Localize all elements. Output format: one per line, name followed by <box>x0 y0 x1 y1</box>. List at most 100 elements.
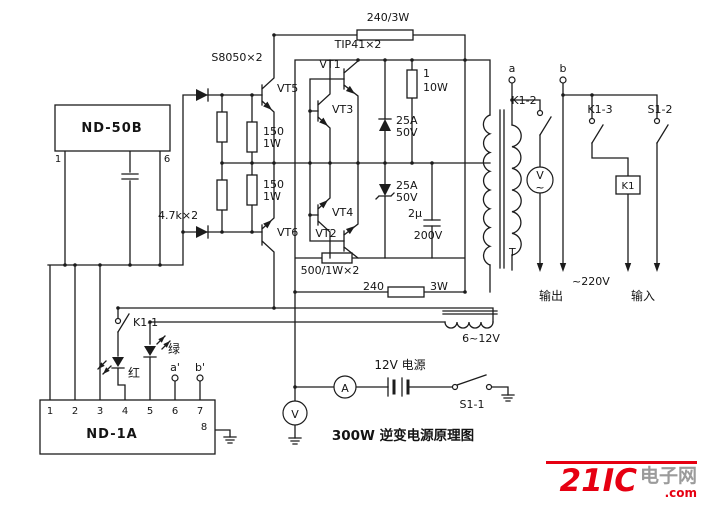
junction-dots <box>63 33 594 389</box>
capacitor-nd50b <box>121 173 139 180</box>
resistor-1-10w <box>406 69 418 99</box>
battery-12v <box>387 377 410 397</box>
resistor-150-b <box>246 174 258 206</box>
terminal-a-prime <box>171 374 179 382</box>
diode-base-top <box>196 88 209 102</box>
terminal-b <box>559 76 567 84</box>
label-nd50b: ND-50B <box>81 121 142 136</box>
label-nd50b-pin6: 6 <box>164 154 170 165</box>
label-dbot-volt: 50V <box>396 191 418 204</box>
transistor-vt2 <box>343 162 359 259</box>
label-terminal-a-prime: a' <box>170 361 180 374</box>
emitter-arrow <box>345 226 355 235</box>
label-nd1a-pin6: 6 <box>172 406 178 417</box>
relay-coil-k1-box <box>615 175 641 195</box>
label-cap-volt: 200V <box>414 229 443 242</box>
label-r47k: 4.7k×2 <box>158 209 198 222</box>
input-arrows <box>624 263 661 272</box>
resistor-4k7-b <box>216 179 228 211</box>
label-vt4: VT4 <box>332 206 353 219</box>
label-220v: ~220V <box>572 275 610 288</box>
watermark-domain: .com <box>664 485 697 500</box>
label-dtop-amp: 25A <box>396 114 418 127</box>
label-nd1a-pin8: 8 <box>201 422 207 433</box>
ic-nd1a-box <box>39 399 216 455</box>
transformer-t <box>482 109 522 269</box>
label-dbot-amp: 25A <box>396 179 418 192</box>
watermark-brand: 21IC <box>559 463 637 499</box>
label-nd1a-pin5: 5 <box>147 406 153 417</box>
label-feedback-voltage: 6~12V <box>462 332 500 345</box>
label-r500: 500/1W×2 <box>301 264 360 277</box>
label-vt6: VT6 <box>277 226 298 239</box>
label-nd1a: ND-1A <box>86 427 137 442</box>
resistor-240-3w-top <box>356 29 414 41</box>
diode-25a-top <box>378 118 392 131</box>
resistor-240-3w-bottom <box>387 286 425 298</box>
primary-winding <box>482 114 492 266</box>
label-ammeter: A <box>341 382 349 395</box>
watermark: 21IC 电子网 .com <box>546 461 697 499</box>
switch-s1-1 <box>451 374 493 391</box>
label-voltmeter-ac: V <box>536 169 544 182</box>
terminal-b-prime <box>196 374 204 382</box>
label-terminal-a: a <box>509 62 516 75</box>
label-vt2: VT2 <box>315 227 336 240</box>
feedback-winding <box>442 310 498 329</box>
label-r1-watt: 10W <box>423 81 448 94</box>
label-r240-top: 240/3W <box>367 11 410 24</box>
label-nd1a-pin3: 3 <box>97 406 103 417</box>
label-12v-supply: 12V 电源 <box>374 358 425 372</box>
emitter-arrow <box>263 101 272 110</box>
wiring-rails <box>47 34 658 439</box>
led-red <box>97 357 125 375</box>
label-tip41: TIP41×2 <box>334 38 382 51</box>
label-k1-1: K1-1 <box>133 316 158 329</box>
label-r150b-watt: 1W <box>263 190 281 203</box>
label-vt3: VT3 <box>332 103 353 116</box>
label-r150a-value: 150 <box>263 125 284 138</box>
switch-s1-2 <box>653 117 669 144</box>
ground-s1-1 <box>501 394 515 402</box>
relay-contact-k1-3 <box>588 117 604 144</box>
ammeter <box>333 375 357 399</box>
label-r240b-value: 240 <box>363 280 384 293</box>
transformer-core <box>499 109 505 269</box>
emitter-arrow <box>319 117 328 126</box>
label-terminal-b-prime: b' <box>195 361 205 374</box>
emitter-arrow <box>263 220 272 229</box>
relay-contact-k1-2 <box>536 109 552 136</box>
label-r150a-watt: 1W <box>263 137 281 150</box>
label-led-green: 绿 <box>168 341 180 356</box>
label-nd1a-pin2: 2 <box>72 406 78 417</box>
transistor-vt5 <box>261 34 275 164</box>
transistor-vt3 <box>317 59 331 164</box>
watermark-site-name: 电子网 <box>639 465 697 487</box>
label-r1-value: 1 <box>423 67 430 80</box>
label-cap-value: 2μ <box>408 207 422 220</box>
label-r150b-value: 150 <box>263 178 284 191</box>
label-r240b-watt: 3W <box>430 280 448 293</box>
secondary-winding <box>511 124 522 256</box>
voltmeter-dc <box>282 400 308 426</box>
label-led-red: 红 <box>128 365 140 380</box>
capacitor-2u-200v <box>423 219 441 227</box>
transistor-vt6 <box>261 162 275 309</box>
label-transformer: T <box>508 246 516 259</box>
output-arrows <box>536 263 567 272</box>
label-nd1a-pin1: 1 <box>47 406 53 417</box>
emitter-arrow <box>345 85 355 94</box>
resistor-boxes <box>216 29 425 298</box>
label-nd50b-pin1: 1 <box>55 154 61 165</box>
label-s8050: S8050×2 <box>211 51 262 64</box>
label-vt1: VT1 <box>319 58 340 71</box>
schematic-caption: 300W 逆变电源原理图 <box>332 427 474 444</box>
label-vt5: VT5 <box>277 82 298 95</box>
label-k1-3: K1-3 <box>587 103 612 116</box>
label-ac-tilde: ~ <box>535 181 544 194</box>
ground-nd1a <box>223 436 237 444</box>
label-nd1a-pin7: 7 <box>197 406 203 417</box>
voltmeter-ac <box>526 166 554 194</box>
